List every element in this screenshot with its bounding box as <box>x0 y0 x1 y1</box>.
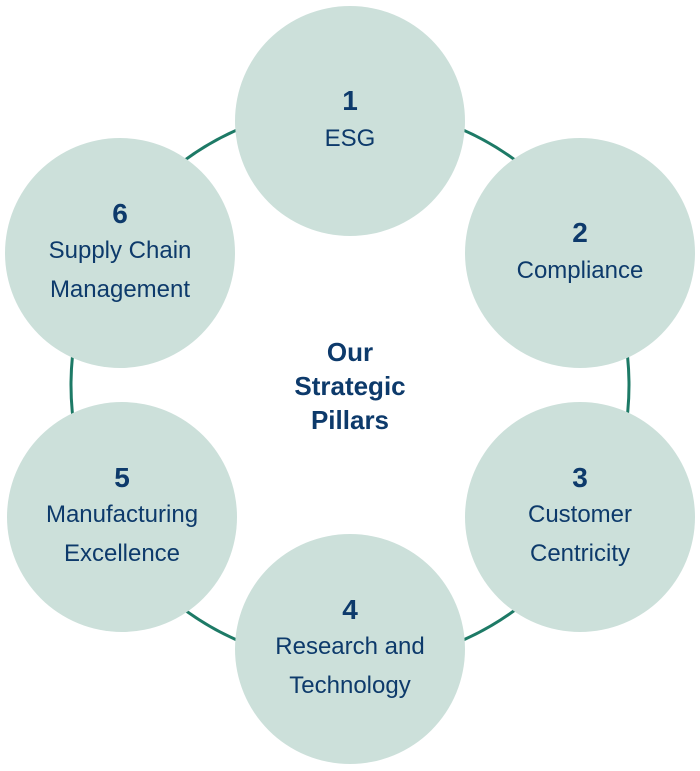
pillar-number: 4 <box>342 593 358 625</box>
pillar-supply-chain-management: 6 Supply Chain Management <box>5 138 235 368</box>
pillar-number: 6 <box>112 197 128 229</box>
pillar-label: Research and Technology <box>275 633 425 699</box>
pillar-number: 1 <box>342 85 358 116</box>
pillar-compliance: 2 Compliance <box>465 138 695 368</box>
pillar-label: Compliance <box>516 256 644 284</box>
pillar-customer-centricity: 3 Customer Centricity <box>465 402 695 632</box>
pillar-esg: 1 ESG <box>235 6 465 236</box>
pillar-number: 3 <box>572 461 588 493</box>
pillar-manufacturing-excellence: 5 Manufacturing Excellence <box>7 402 237 632</box>
pillar-label: Manufacturing Excellence <box>45 501 199 567</box>
pillar-label: Customer Centricity <box>527 501 633 567</box>
center-title: Our Strategic Pillars <box>294 337 406 435</box>
pillar-label: ESG <box>324 124 376 152</box>
pillar-number: 2 <box>572 217 588 248</box>
pillar-research-technology: 4 Research and Technology <box>235 534 465 764</box>
pillar-label: Supply Chain Management <box>48 237 192 303</box>
pillar-number: 5 <box>114 461 130 493</box>
